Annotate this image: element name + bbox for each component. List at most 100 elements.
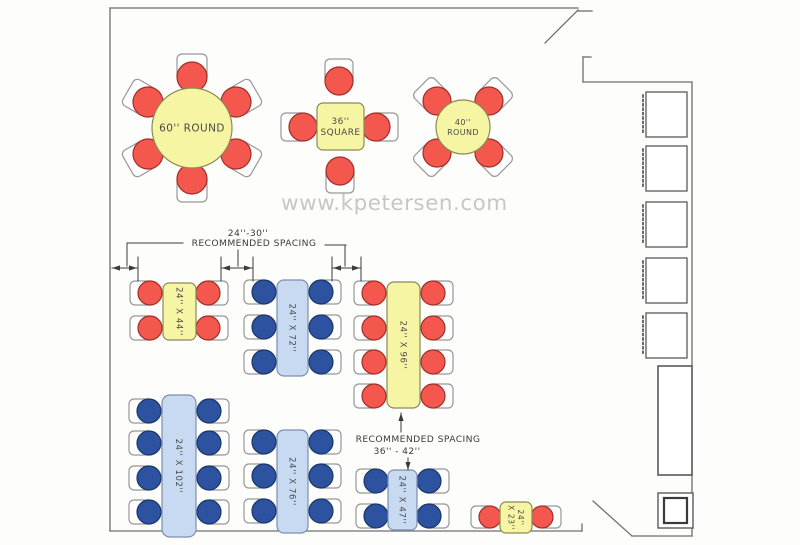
table-24x23 — [499, 501, 533, 534]
wall-segment — [544, 9, 579, 44]
spacing-pointer-arrowhead — [398, 413, 404, 421]
chair — [128, 430, 162, 456]
chair — [121, 78, 164, 118]
dimension-arrowhead — [352, 265, 360, 271]
chair — [243, 463, 277, 489]
table-24x102 — [161, 394, 197, 538]
chair — [308, 279, 342, 305]
chair — [420, 383, 454, 409]
dimension-arrowhead — [222, 265, 230, 271]
table-label: 24'' X 96'' — [398, 321, 408, 370]
watermark: www.kpetersen.com — [281, 191, 508, 216]
chair — [416, 468, 450, 494]
chair — [353, 349, 387, 375]
chair-seat — [325, 156, 355, 186]
chair — [416, 503, 450, 529]
table-label: 24'' X 72'' — [287, 304, 297, 353]
table-24x96 — [386, 281, 421, 409]
chair — [308, 498, 342, 524]
chair-seat — [363, 503, 389, 529]
chair-seat — [196, 499, 222, 525]
chair-seat — [420, 349, 446, 375]
chair-seat — [196, 465, 222, 491]
chair-seat — [361, 349, 387, 375]
table-24x47 — [387, 469, 418, 531]
wall-segment — [592, 500, 633, 537]
chair-seat — [251, 429, 277, 455]
chair-seat — [136, 465, 162, 491]
chair-seat — [308, 498, 334, 524]
chair-seat — [420, 315, 446, 341]
chair-seat — [308, 349, 334, 375]
table-40-round — [435, 99, 491, 155]
chair — [243, 349, 277, 375]
banquette-rect — [657, 365, 693, 476]
chair — [308, 314, 342, 340]
dimension-arrowhead — [129, 265, 137, 271]
table-36-square — [316, 102, 365, 151]
chair-seat — [137, 280, 163, 306]
table-24x72 — [276, 279, 309, 377]
service-stand-inner — [662, 496, 689, 525]
chair — [128, 465, 162, 491]
table-label: 24'' X 47'' — [397, 476, 407, 525]
booth-table — [645, 91, 688, 138]
table-label: 40'' — [455, 118, 471, 127]
chair-seat — [196, 430, 222, 456]
chair — [353, 383, 387, 409]
table-label: 24'' X 76'' — [287, 457, 297, 506]
chair-seat — [137, 315, 163, 341]
table-label: 60'' ROUND — [159, 123, 225, 135]
chair-seat — [420, 280, 446, 306]
chair-seat — [530, 505, 554, 529]
dimension-arrowhead — [112, 265, 120, 271]
chair — [308, 349, 342, 375]
chair — [129, 280, 163, 306]
booth-table — [645, 312, 688, 359]
chair-seat — [136, 499, 162, 525]
chair-seat — [288, 112, 318, 142]
top-spacing-label-text: RECOMMENDED SPACING — [192, 238, 317, 249]
booth-table — [645, 201, 688, 248]
table-60-round — [151, 87, 233, 169]
bottom-spacing-label-text: RECOMMENDED SPACING — [356, 434, 481, 445]
chair — [325, 156, 355, 194]
chair-seat — [308, 279, 334, 305]
chair-seat — [363, 468, 389, 494]
bottom-spacing-dimension-text: 36'' - 42'' — [373, 446, 420, 457]
chair — [128, 499, 162, 525]
chair — [220, 138, 263, 178]
table-label: 36'' — [331, 117, 349, 127]
chair-seat — [420, 383, 446, 409]
chair-seat — [308, 463, 334, 489]
table-24x44 — [162, 282, 197, 341]
chair — [196, 398, 230, 424]
chair — [530, 505, 562, 529]
chair-seat — [361, 112, 391, 142]
table-label: 24'' X 44'' — [174, 287, 184, 336]
chair — [470, 505, 502, 529]
chair — [361, 112, 399, 142]
chair — [195, 280, 229, 306]
dimension-arrowhead — [244, 265, 252, 271]
chair — [353, 280, 387, 306]
table-label: SQUARE — [321, 128, 361, 138]
chair-seat — [136, 398, 162, 424]
chair-seat — [324, 66, 354, 96]
chair-seat — [251, 498, 277, 524]
chair — [420, 349, 454, 375]
chair-seat — [361, 383, 387, 409]
booth-table — [645, 145, 688, 192]
chair-seat — [308, 429, 334, 455]
top-spacing-dimension-text: 24''-30'' — [228, 228, 268, 239]
chair-seat — [251, 279, 277, 305]
chair-seat — [136, 430, 162, 456]
chair — [324, 58, 354, 96]
chair — [128, 398, 162, 424]
chair — [243, 429, 277, 455]
chair-seat — [251, 314, 277, 340]
chair — [308, 463, 342, 489]
chair — [195, 315, 229, 341]
chair — [308, 429, 342, 455]
